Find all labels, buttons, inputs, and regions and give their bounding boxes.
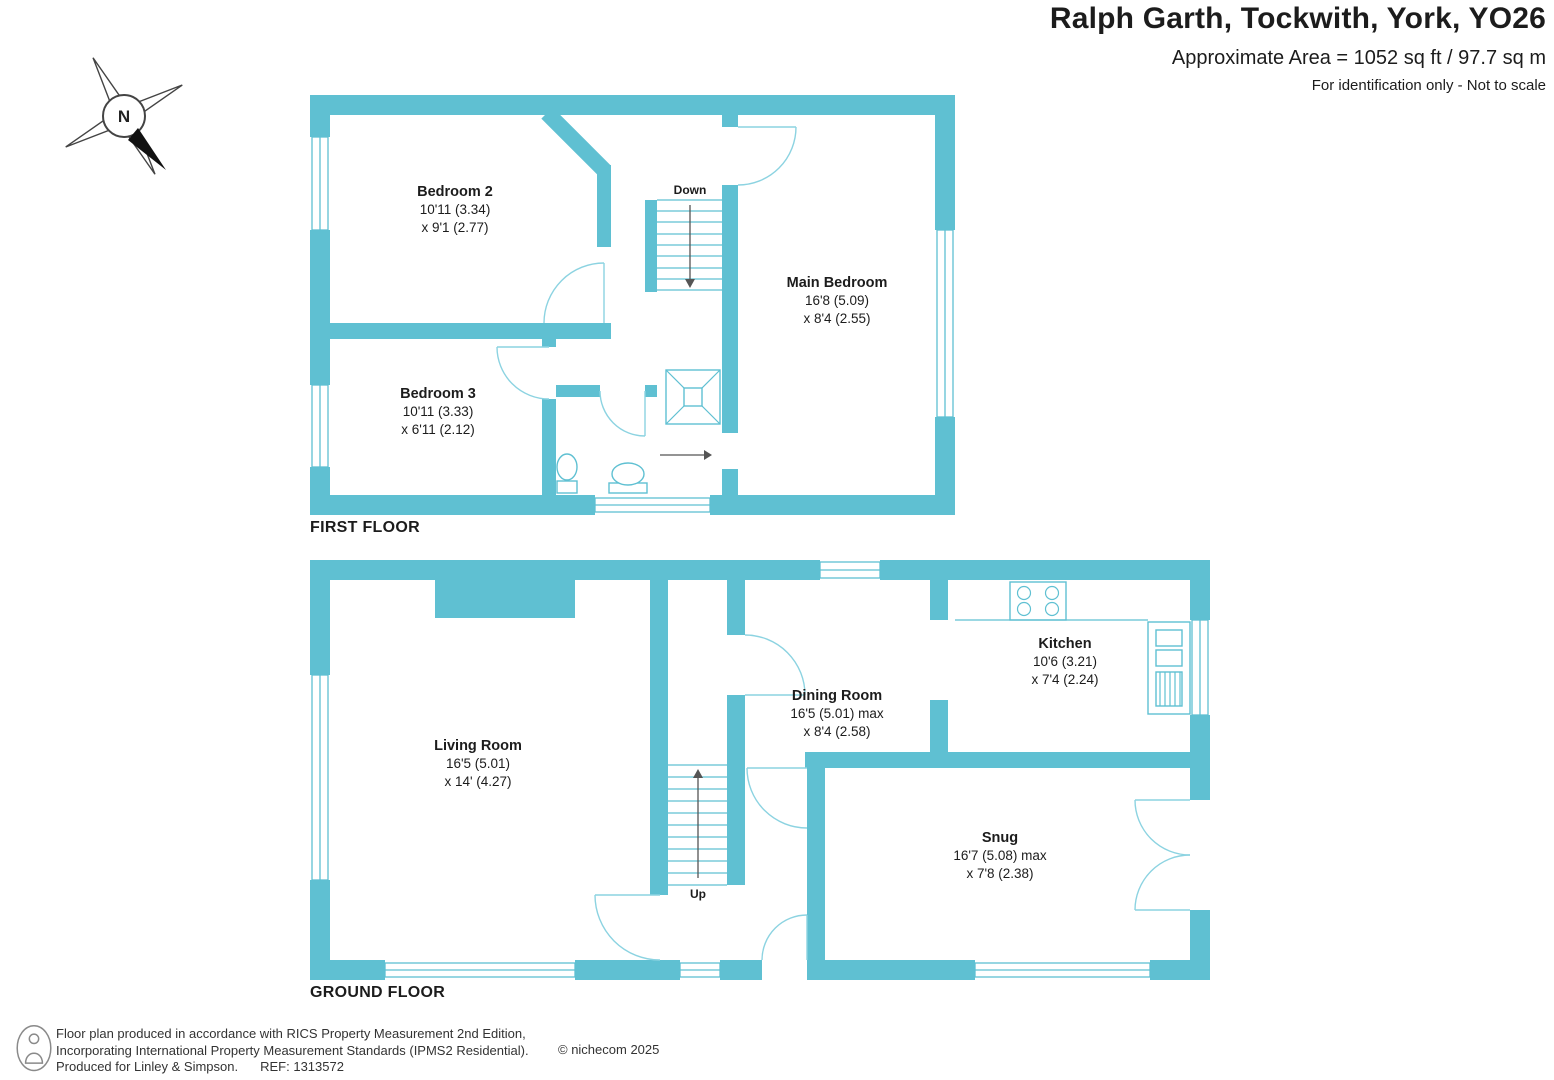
ground-floor-stairs: Up bbox=[668, 764, 727, 901]
room-dim: x 9'1 (2.77) bbox=[421, 220, 488, 235]
room-dim: 10'11 (3.34) bbox=[420, 202, 491, 217]
footer-line-2: Incorporating International Property Mea… bbox=[56, 1042, 529, 1058]
ground-floor-doors bbox=[594, 634, 1191, 961]
first-floor-plan: Down Bedroom 2 10'11 (3.34) x 9'1 (2.77)… bbox=[310, 95, 955, 515]
first-floor-interior-walls bbox=[330, 107, 738, 495]
footer-line-1: Floor plan produced in accordance with R… bbox=[56, 1026, 526, 1041]
stairs-up-label: Up bbox=[690, 887, 706, 901]
first-floor-exterior-walls bbox=[310, 95, 955, 515]
toilet-icon bbox=[556, 453, 578, 494]
kitchen-sink-icon bbox=[1147, 621, 1191, 715]
room-label-bedroom-3: Bedroom 3 10'11 (3.33) x 6'11 (2.12) bbox=[400, 386, 476, 437]
stairs-down-arrow-icon bbox=[685, 279, 695, 288]
ground-floor-caption: GROUND FLOOR bbox=[310, 984, 446, 1001]
front-door bbox=[761, 914, 808, 961]
room-dim: x 8'4 (2.55) bbox=[803, 311, 870, 326]
room-name: Living Room bbox=[434, 738, 522, 754]
ground-floor-exterior-walls bbox=[310, 560, 1210, 980]
ground-floor-windows bbox=[311, 561, 1209, 978]
ground-floor-interior-walls bbox=[435, 580, 1210, 960]
room-label-main-bedroom: Main Bedroom 16'8 (5.09) x 8'4 (2.55) bbox=[787, 275, 888, 326]
room-dim: 16'5 (5.01) bbox=[446, 756, 510, 771]
disclaimer: For identification only - Not to scale bbox=[1311, 77, 1546, 94]
room-label-dining-room: Dining Room 16'5 (5.01) max x 8'4 (2.58) bbox=[790, 688, 884, 739]
room-dim: 16'7 (5.08) max bbox=[953, 848, 1047, 863]
room-name: Snug bbox=[982, 830, 1018, 846]
footer: Floor plan produced in accordance with R… bbox=[56, 1026, 529, 1076]
bathroom-fixtures bbox=[556, 369, 721, 494]
chimney-breast bbox=[435, 580, 575, 618]
first-floor-stairs: Down bbox=[657, 183, 722, 291]
compass-north-label: N bbox=[118, 107, 130, 126]
room-dim: 16'5 (5.01) max bbox=[790, 706, 884, 721]
door-direction-arrow-icon bbox=[660, 450, 712, 460]
room-dim: x 6'11 (2.12) bbox=[401, 422, 475, 437]
room-name: Kitchen bbox=[1038, 636, 1091, 652]
first-floor-doors bbox=[496, 126, 797, 437]
room-dim: 16'8 (5.09) bbox=[805, 293, 869, 308]
ground-floor-plan: Up Living Room 16'5 (5.01) x 14' (4.27) … bbox=[310, 560, 1210, 980]
french-doors bbox=[1134, 799, 1191, 911]
hob-icon bbox=[1009, 581, 1067, 621]
room-name: Bedroom 3 bbox=[400, 386, 476, 402]
room-dim: 10'11 (3.33) bbox=[403, 404, 474, 419]
stairs-down-label: Down bbox=[674, 183, 707, 197]
compass-rose: N bbox=[65, 57, 183, 175]
room-dim: x 7'8 (2.38) bbox=[966, 866, 1033, 881]
person-icon bbox=[16, 1024, 52, 1072]
room-dim: x 14' (4.27) bbox=[444, 774, 511, 789]
compass-needle-icon bbox=[128, 128, 166, 170]
compass-circle bbox=[102, 94, 146, 138]
approximate-area: Approximate Area = 1052 sq ft / 97.7 sq … bbox=[1171, 47, 1546, 69]
room-name: Main Bedroom bbox=[787, 275, 888, 291]
copyright: © nichecom 2025 bbox=[558, 1042, 660, 1057]
shower-icon bbox=[665, 369, 721, 425]
room-name: Dining Room bbox=[792, 688, 882, 704]
room-dim: x 7'4 (2.24) bbox=[1031, 672, 1098, 687]
first-floor-windows bbox=[311, 136, 954, 513]
room-name: Bedroom 2 bbox=[417, 184, 493, 200]
footer-line-3: Produced for Linley & Simpson. bbox=[56, 1059, 239, 1074]
room-label-bedroom-2: Bedroom 2 10'11 (3.34) x 9'1 (2.77) bbox=[417, 184, 493, 235]
page-title: Ralph Garth, Tockwith, York, YO26 bbox=[1049, 2, 1546, 35]
room-dim: x 8'4 (2.58) bbox=[803, 724, 870, 739]
header: Ralph Garth, Tockwith, York, YO26 Approx… bbox=[1050, 2, 1546, 94]
room-dim: 10'6 (3.21) bbox=[1033, 654, 1097, 669]
room-label-kitchen: Kitchen 10'6 (3.21) x 7'4 (2.24) bbox=[1031, 636, 1098, 687]
sink-icon bbox=[608, 462, 648, 494]
kitchen-fixtures bbox=[955, 581, 1191, 715]
room-label-living-room: Living Room 16'5 (5.01) x 14' (4.27) bbox=[434, 738, 522, 789]
reference-number: REF: 1313572 bbox=[260, 1059, 344, 1074]
first-floor-caption: FIRST FLOOR bbox=[310, 519, 420, 536]
room-label-snug: Snug 16'7 (5.08) max x 7'8 (2.38) bbox=[953, 830, 1047, 881]
stairs-up-arrow-icon bbox=[693, 769, 703, 778]
